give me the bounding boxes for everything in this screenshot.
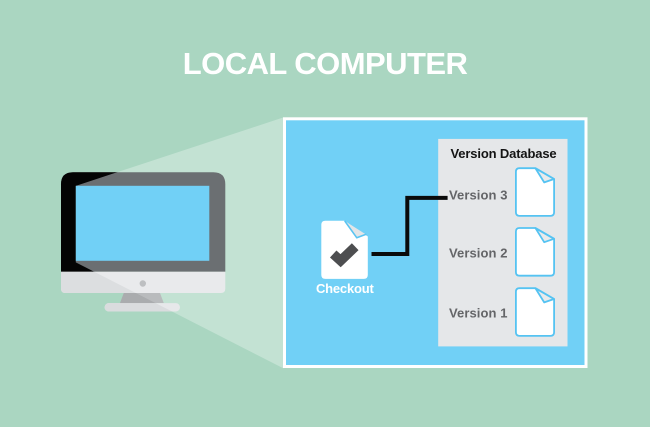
svg-text:Version 2: Version 2 xyxy=(449,246,508,261)
svg-text:Version Database: Version Database xyxy=(451,146,557,161)
svg-text:LOCAL COMPUTER: LOCAL COMPUTER xyxy=(183,46,468,81)
svg-text:Version 1: Version 1 xyxy=(449,306,508,321)
svg-text:Checkout: Checkout xyxy=(316,281,375,296)
svg-text:Version 3: Version 3 xyxy=(449,187,508,202)
